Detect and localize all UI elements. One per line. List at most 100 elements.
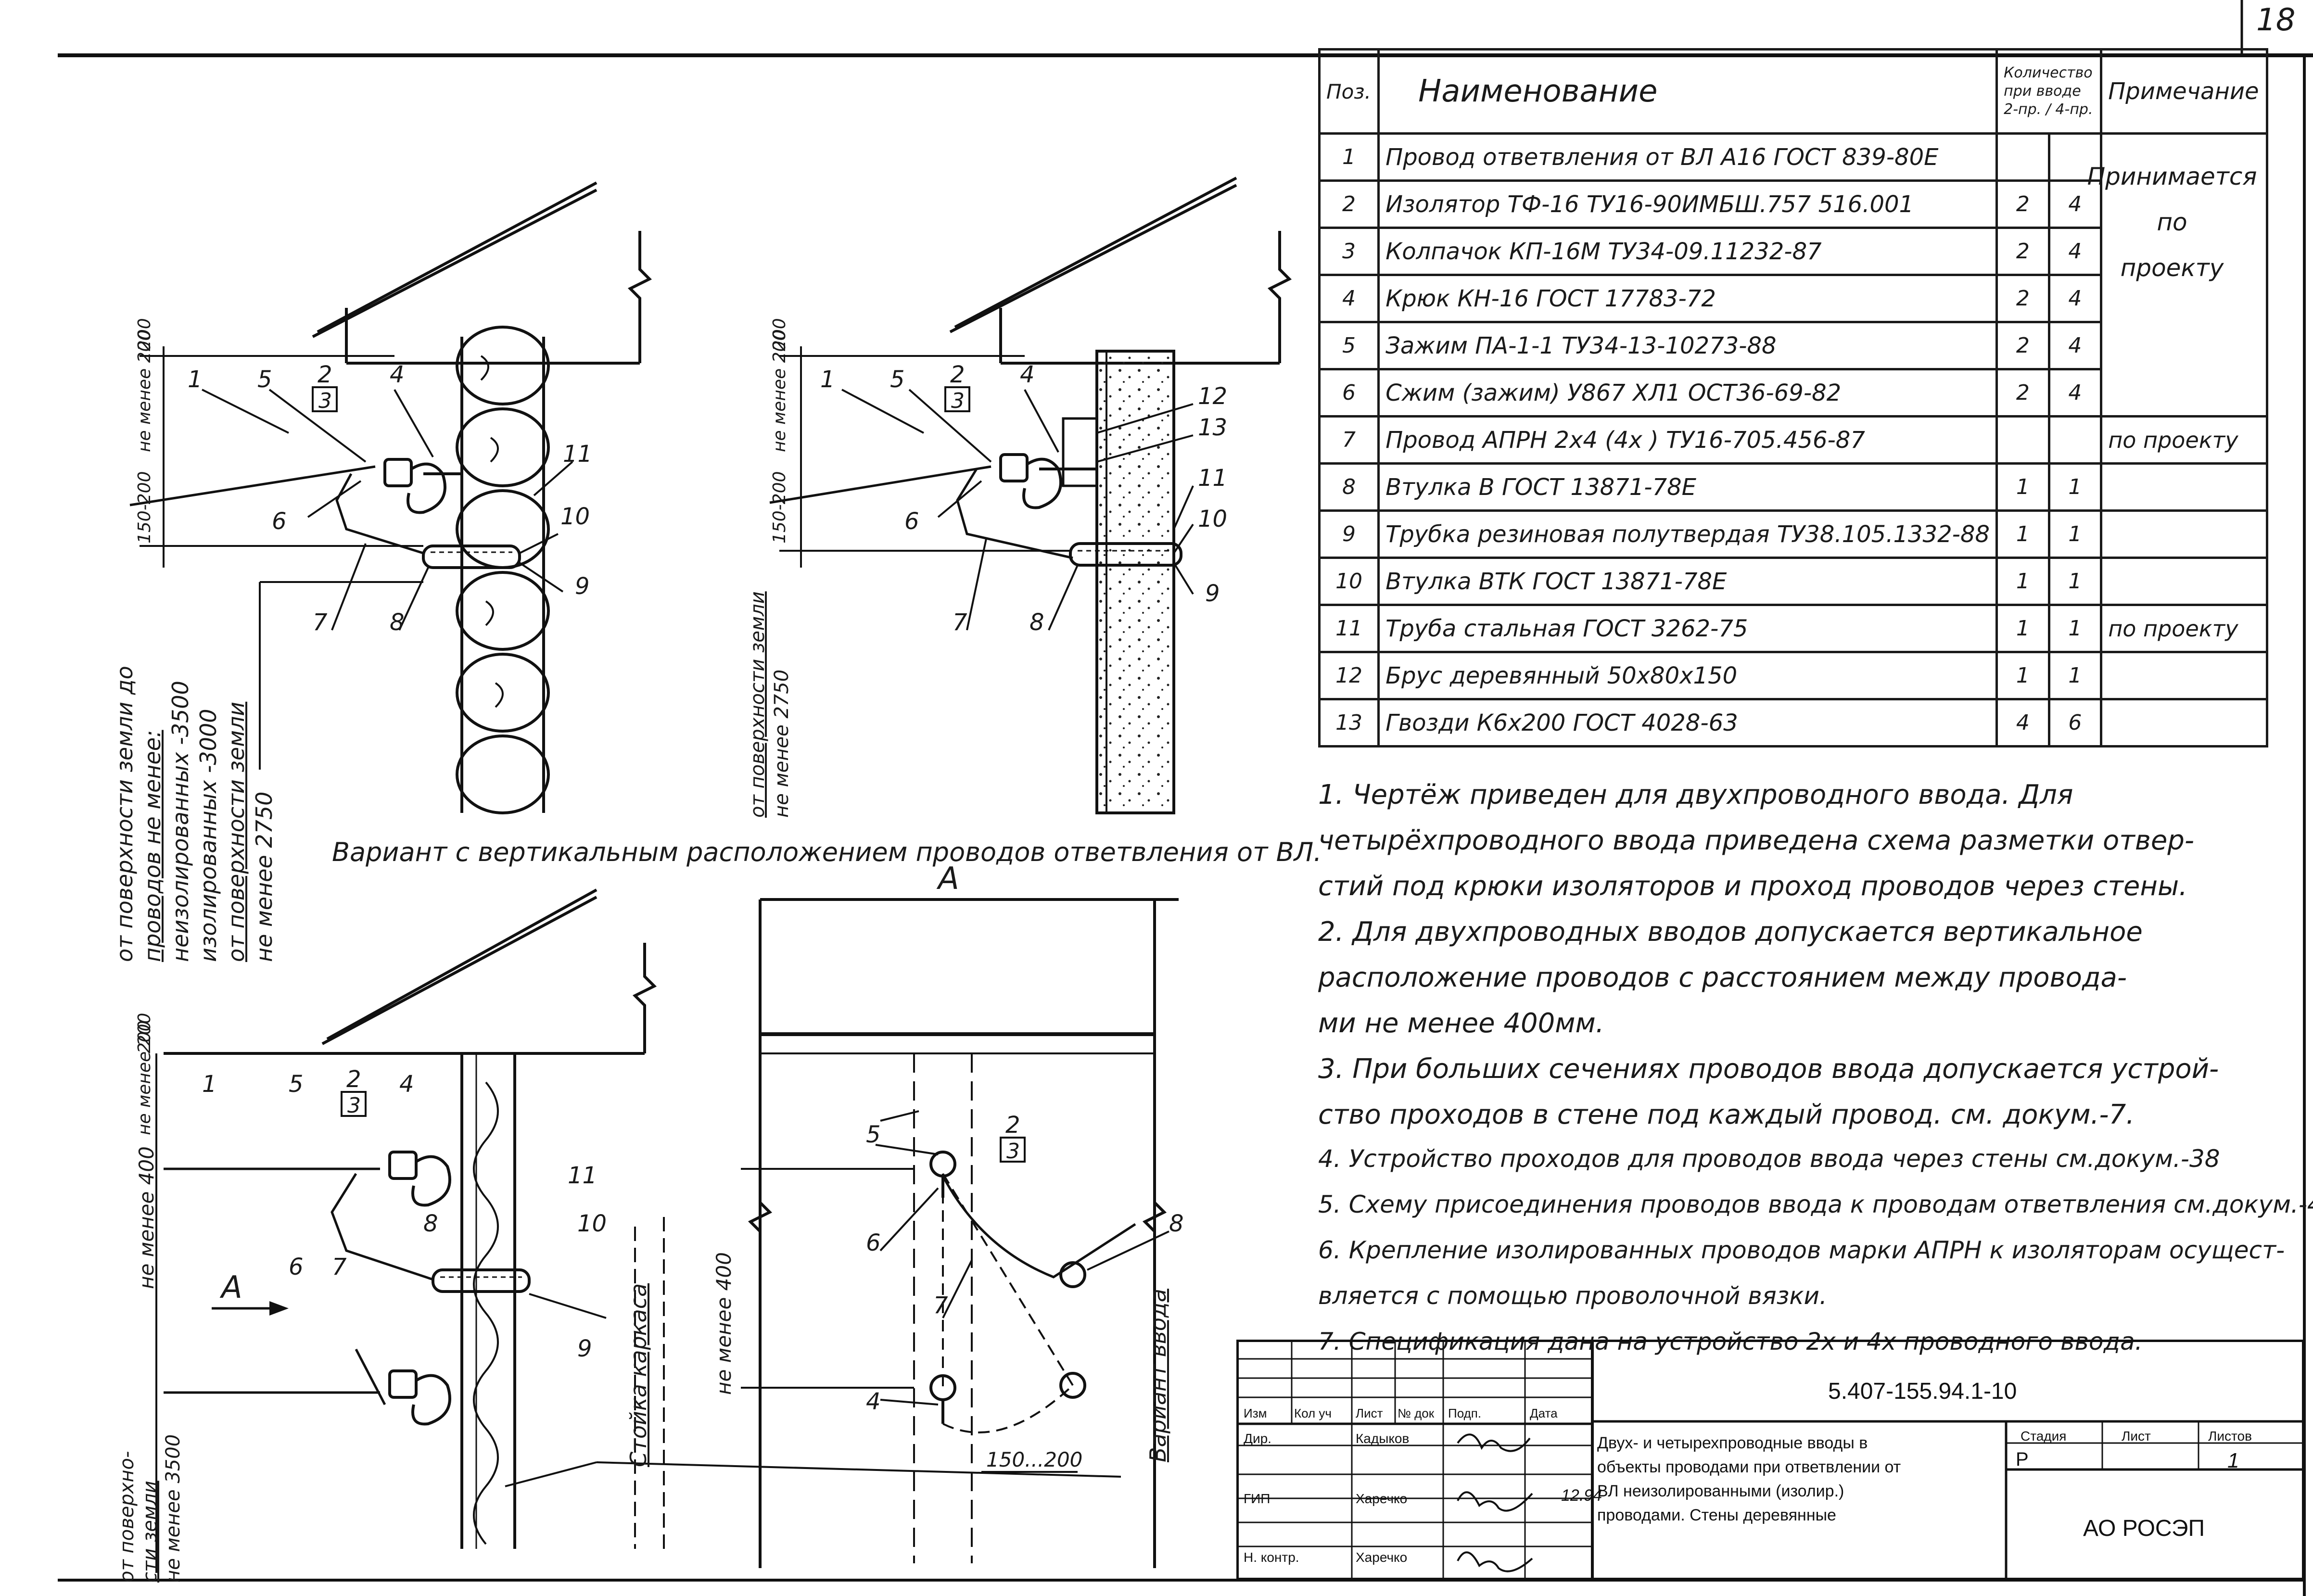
callout-4: 4	[390, 361, 405, 388]
spec-name: Брус деревянный 50х80х150	[1377, 651, 1998, 700]
tb-role-nkontr: Н. контр.	[1244, 1550, 1299, 1565]
spec-pos: 7	[1318, 415, 1380, 465]
svg-text:2: 2	[1005, 1112, 1020, 1139]
tb-label-izm: Изм	[1244, 1406, 1267, 1420]
tb-date-gip: 12.94	[1561, 1486, 1602, 1505]
spec-qty-2: 2	[1995, 179, 2050, 229]
dim-150-200-b: 150-200	[770, 471, 789, 544]
svg-text:4: 4	[1020, 361, 1035, 388]
svg-text:7: 7	[953, 609, 967, 636]
spec-pos: 2	[1318, 179, 1380, 229]
note-line: 3. При больших сечениях проводов ввода д…	[1318, 1053, 2219, 1085]
label-stoika: Стойка каркаса	[625, 1283, 651, 1467]
spec-qty-4	[2047, 415, 2103, 465]
svg-text:5: 5	[289, 1071, 304, 1098]
detail-vertical-variant	[155, 888, 1121, 1573]
spec-name: Труба стальная ГОСТ 3262-75	[1377, 604, 1998, 653]
doc-title: Двух- и четырехпроводные вводы в объекты…	[1597, 1434, 1901, 1524]
spec-qty-4: 4	[2047, 179, 2103, 229]
tb-stage: Р	[2016, 1449, 2029, 1470]
detail-view-a	[741, 898, 1179, 1568]
callout-10: 10	[560, 503, 590, 530]
spec-pos: 8	[1318, 462, 1380, 512]
spec-qty-2: 2	[1995, 321, 2050, 370]
spec-qty-2: 1	[1995, 462, 2050, 512]
callout-8: 8	[390, 609, 405, 636]
spec-qty-2: 1	[1995, 604, 2050, 653]
spec-pos: 6	[1318, 368, 1380, 418]
spec-note	[2100, 228, 2268, 275]
svg-text:10: 10	[1198, 506, 1227, 532]
spec-qty-2: 2	[1995, 274, 2050, 323]
dim-not-less-400: не менее 400	[135, 1146, 158, 1289]
spec-qty-2: 1	[1995, 651, 2050, 700]
note-line: стий под крюки изоляторов и проход прово…	[1318, 871, 2187, 902]
svg-text:8: 8	[1169, 1210, 1184, 1237]
spec-note: по проекту	[2100, 415, 2268, 465]
tb-role-dir: Дир.	[1244, 1431, 1271, 1446]
title-block-grid	[1236, 1340, 2304, 1580]
svg-text:9: 9	[1205, 580, 1220, 607]
svg-text:4: 4	[866, 1388, 881, 1415]
tb-name-gip: Харечко	[1356, 1491, 1408, 1506]
spec-pos: 12	[1318, 651, 1380, 700]
tb-org: АО РОСЭП	[2083, 1516, 2205, 1541]
spec-qty-4: 1	[2047, 509, 2103, 559]
spec-pos: 9	[1318, 509, 1380, 559]
svg-text:8: 8	[423, 1210, 438, 1237]
spec-qty-4: 4	[2047, 321, 2103, 370]
spec-pos: 10	[1318, 557, 1380, 606]
note-line: четырёхпроводного ввода приведена схема …	[1318, 825, 2195, 856]
svg-text:2: 2	[346, 1066, 361, 1093]
spec-note	[2100, 322, 2268, 369]
tb-stage-label: Стадия	[2021, 1429, 2067, 1444]
dim-not-less-200: не менее 200	[135, 329, 154, 452]
svg-text:8: 8	[1029, 609, 1044, 636]
svg-text:11: 11	[1198, 465, 1227, 492]
spec-qty-2	[1995, 415, 2050, 465]
callout-labels: 1 5 2 4 11 10 9 6 7 8 1 5 2 4 12 13 11 1…	[188, 361, 1227, 1415]
spec-qty-2: 1	[1995, 557, 2050, 606]
dim-ground-2750: от поверхности земли не менее 2750	[747, 591, 793, 818]
spec-pos: 5	[1318, 321, 1380, 370]
spec-qty-4: 1	[2047, 557, 2103, 606]
header-pos: Поз.	[1318, 48, 1380, 135]
spec-qty-2: 4	[1995, 698, 2050, 747]
note-line: вляется с помощью проволочной вязки.	[1318, 1282, 1827, 1310]
spec-name: Гвозди К6х200 ГОСТ 4028-63	[1377, 698, 1998, 747]
svg-text:1: 1	[202, 1071, 217, 1098]
spec-note	[2100, 369, 2268, 417]
tb-label-kol: Кол уч	[1294, 1406, 1332, 1420]
svg-text:13: 13	[1198, 414, 1227, 441]
svg-text:1: 1	[820, 366, 835, 393]
spec-name: Зажим ПА-1-1 ТУ34-13-10273-88	[1377, 321, 1998, 370]
dim-ground-3500: от поверхно- сти земли не менее 3500	[116, 1434, 184, 1583]
spec-qty-2: 2	[1995, 227, 2050, 276]
spec-qty-2	[1995, 132, 2050, 182]
spec-name: Провод ответвления от ВЛ А16 ГОСТ 839-80…	[1377, 132, 1998, 182]
callout-2: 2	[318, 361, 332, 388]
tb-sheets: 1	[2227, 1449, 2239, 1472]
dim-150-200: 150-200	[135, 471, 154, 544]
tb-label-list: Лист	[1356, 1406, 1383, 1420]
view-arrow-label-a: А	[221, 1270, 242, 1305]
tb-label-date: Дата	[1530, 1406, 1558, 1420]
svg-text:11: 11	[568, 1162, 597, 1189]
spec-name: Втулка ВТК ГОСТ 13871-78Е	[1377, 557, 1998, 606]
spec-qty-4	[2047, 132, 2103, 182]
tb-label-doc: № док	[1398, 1406, 1435, 1420]
doc-code: 5.407-155.94.1-10	[1828, 1379, 2017, 1404]
note-line: 5. Схему присоединения проводов ввода к …	[1318, 1191, 2313, 1218]
note-line: расположение проводов с расстоянием межд…	[1318, 962, 2127, 993]
spec-name: Крюк КН-16 ГОСТ 17783-72	[1377, 274, 1998, 323]
svg-text:5: 5	[866, 1121, 881, 1148]
svg-text:5: 5	[890, 366, 905, 393]
label-variant-vvoda: Вариант ввода	[1145, 1289, 1171, 1462]
spec-qty-4: 4	[2047, 368, 2103, 418]
